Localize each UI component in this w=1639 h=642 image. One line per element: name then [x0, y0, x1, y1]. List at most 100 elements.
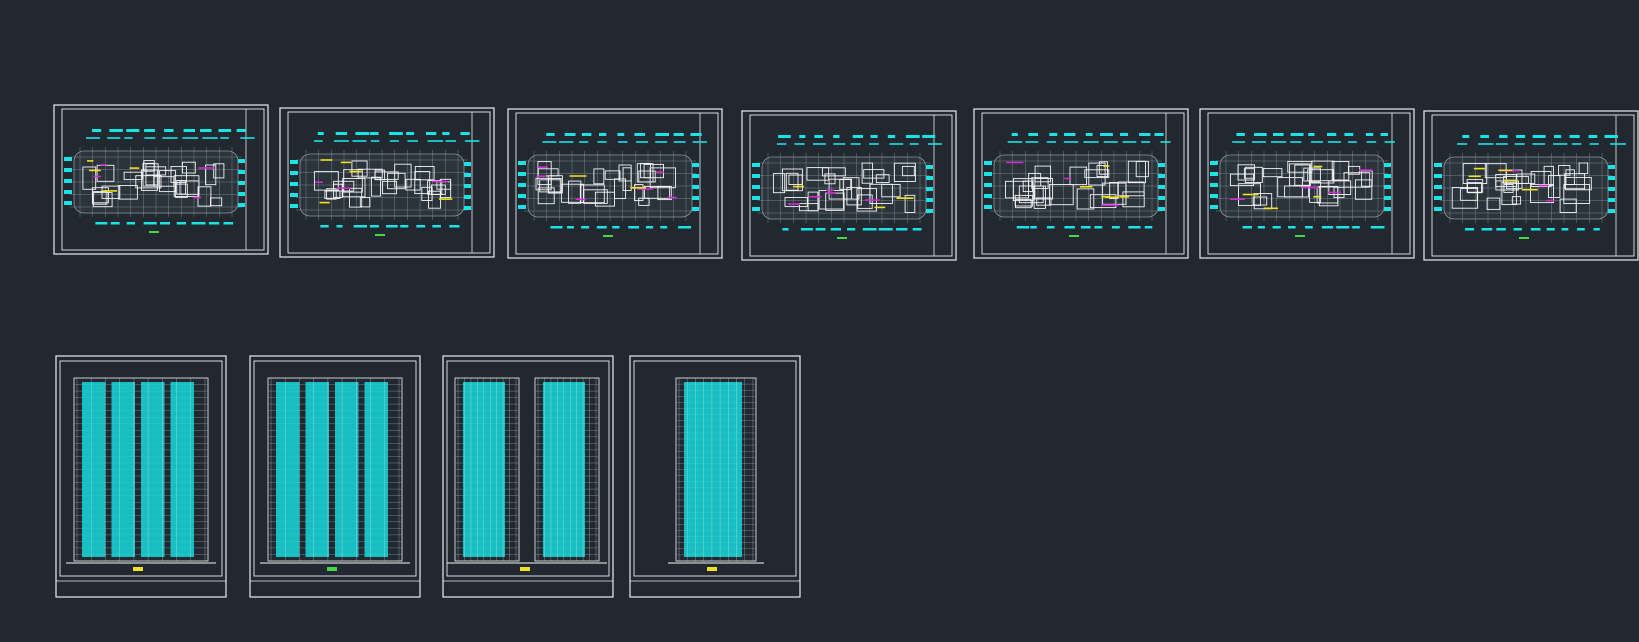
side-annotation: [290, 171, 298, 175]
sheet-inner-border: [1431, 114, 1635, 257]
annotation-text-mark: [1049, 133, 1058, 136]
side-annotation: [1384, 174, 1391, 178]
side-annotation: [1210, 161, 1218, 165]
sheet-border: [249, 355, 421, 598]
annotation-text-mark: [176, 222, 186, 225]
room-wall: [857, 194, 873, 209]
annotation-text-mark: [406, 132, 415, 135]
annotation-text-mark: [1308, 133, 1315, 136]
annotation-text-mark: [427, 140, 444, 142]
room-wall: [1486, 197, 1501, 210]
annotation-text-mark: [1561, 228, 1569, 231]
floor-plan-sheet[interactable]: [53, 104, 269, 255]
window-bay: [111, 382, 135, 557]
section-sheet[interactable]: [442, 355, 614, 598]
room-wall: [824, 173, 836, 185]
floor-plan-sheet[interactable]: [973, 108, 1189, 259]
room-wall: [1530, 184, 1554, 204]
room-wall: [594, 191, 615, 207]
sheet-title-mark: [603, 235, 613, 237]
room-wall: [1303, 167, 1321, 182]
room-wall: [1501, 181, 1517, 206]
sheet-inner-border: [446, 360, 610, 577]
room-wall: [1284, 185, 1310, 198]
floor-plan-sheet[interactable]: [507, 108, 723, 259]
floor-plan-sheet[interactable]: [741, 110, 957, 261]
side-annotation: [926, 176, 933, 180]
section-sheet[interactable]: [629, 355, 801, 598]
floor-plan-sheet[interactable]: [1423, 110, 1639, 261]
room-wall: [568, 180, 582, 204]
room-wall: [1135, 161, 1149, 178]
side-annotation: [1608, 176, 1615, 180]
annotation-text-mark: [183, 129, 195, 132]
annotation-text-mark: [655, 141, 668, 143]
annotation-text-mark: [218, 129, 232, 132]
annotation-text-mark: [1100, 133, 1113, 136]
side-annotation: [1608, 209, 1615, 213]
side-annotation: [238, 203, 245, 207]
elevation-sheet[interactable]: [249, 355, 421, 598]
sheet-inner-border: [515, 112, 719, 255]
annotation-text-mark: [1348, 141, 1357, 143]
room-wall: [1022, 180, 1033, 193]
annotation-text-mark: [1465, 228, 1475, 231]
side-annotation: [1384, 185, 1391, 189]
annotation-text-mark: [1160, 141, 1171, 143]
annotation-text-mark: [1251, 141, 1266, 143]
annotation-text-mark: [353, 225, 367, 228]
room-wall: [1565, 177, 1592, 191]
elevation-sheet[interactable]: [55, 355, 227, 598]
annotation-text-mark: [1352, 226, 1360, 229]
side-annotation: [926, 198, 933, 202]
building-plan: [1440, 153, 1612, 223]
annotation-text-mark: [597, 141, 607, 143]
annotation-text-mark: [223, 222, 234, 225]
room-wall: [1459, 188, 1478, 201]
drawing-title-mark: [520, 567, 530, 571]
room-wall: [1122, 191, 1145, 208]
side-annotation: [984, 194, 992, 198]
side-annotation: [692, 207, 699, 211]
room-wall: [881, 183, 901, 198]
side-annotation: [1434, 185, 1442, 189]
annotation-text-mark: [912, 228, 922, 231]
annotation-text-mark: [369, 225, 379, 228]
annotation-text-mark: [799, 135, 806, 138]
annotation-text-mark: [673, 133, 684, 136]
annotation-text-mark: [814, 135, 823, 138]
room-wall: [875, 174, 890, 184]
annotation-text-mark: [1242, 226, 1252, 229]
annotation-text-mark: [95, 222, 108, 225]
room-wall: [93, 192, 113, 208]
room-wall: [182, 161, 196, 174]
drawing-title-mark: [133, 567, 143, 571]
sheet-border: [741, 110, 957, 261]
floor-plan-sheet[interactable]: [1199, 108, 1415, 259]
floor-plan-sheet[interactable]: [279, 107, 495, 258]
room-wall: [618, 164, 632, 182]
annotation-text-mark: [833, 143, 846, 145]
room-wall: [1328, 180, 1352, 195]
room-wall: [537, 187, 555, 205]
side-annotation: [926, 209, 933, 213]
side-annotation: [1384, 207, 1391, 211]
annotation-text-mark: [878, 228, 893, 231]
annotation-text-mark: [870, 135, 878, 138]
sheet-inner-border: [59, 360, 223, 577]
annotation-text-mark: [800, 228, 813, 231]
annotation-text-mark: [1154, 133, 1164, 136]
room-wall: [1262, 168, 1283, 178]
room-wall: [82, 166, 97, 190]
room-wall: [604, 170, 621, 180]
room-wall: [846, 186, 862, 206]
annotation-text-mark: [1516, 135, 1526, 138]
building-plan: [524, 151, 696, 221]
annotation-text-mark: [542, 141, 557, 143]
annotation-text-mark: [143, 222, 157, 225]
annotation-text-mark: [1554, 135, 1562, 138]
side-annotation: [692, 185, 699, 189]
annotation-text-mark: [1011, 133, 1018, 136]
annotation-text-mark: [386, 225, 398, 228]
